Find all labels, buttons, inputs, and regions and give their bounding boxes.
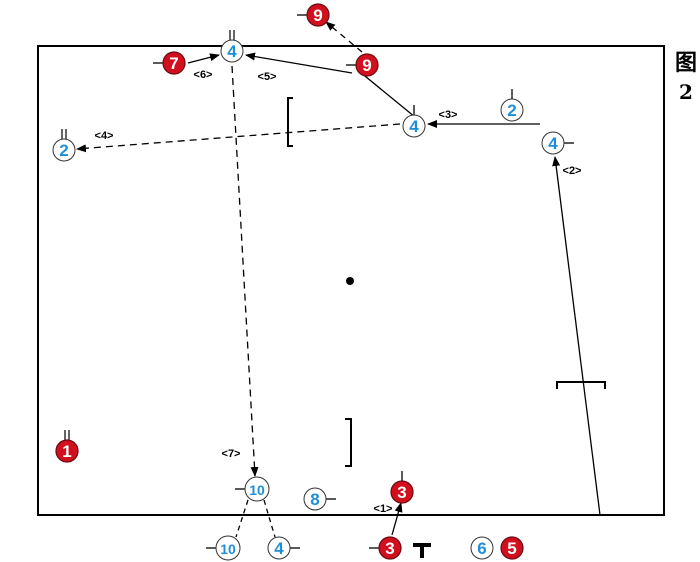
player-number: 10 <box>249 482 265 498</box>
player-number: 10 <box>220 541 236 557</box>
player-token-blue-10: 10 <box>235 476 270 502</box>
player-circle <box>500 536 524 560</box>
player-circle <box>52 138 76 162</box>
player-circle <box>390 480 414 504</box>
player-number: 1 <box>62 442 71 461</box>
player-number: 6 <box>477 539 486 558</box>
screen-bracket-bottom <box>345 418 352 467</box>
player-circle <box>162 51 186 75</box>
player-token-red-3: 3 <box>369 536 402 560</box>
move-line-6 <box>187 53 220 64</box>
player-circle <box>55 439 79 463</box>
player-token-blue-6: 6 <box>470 536 494 560</box>
move-line-2 <box>552 156 601 516</box>
player-number: 4 <box>548 134 558 153</box>
player-number: 4 <box>227 42 237 61</box>
screen-bracket-right <box>556 381 606 389</box>
player-number: 4 <box>274 539 284 558</box>
screen-bracket-top <box>287 97 293 147</box>
sub-line-right <box>263 499 276 538</box>
player-circle <box>470 536 494 560</box>
player-number: 3 <box>385 539 394 558</box>
player-circle <box>402 114 426 138</box>
sub-line-left <box>235 499 249 538</box>
court-center-dot <box>346 277 354 285</box>
player-token-red-1: 1 <box>55 430 79 463</box>
player-number: 9 <box>313 6 322 25</box>
figure-label-number: 2 <box>679 80 693 104</box>
player-circle <box>541 131 565 155</box>
player-number: 9 <box>362 56 371 75</box>
step-label-1: <1> <box>374 503 393 515</box>
player-token-blue-8: 8 <box>303 487 336 511</box>
player-token-blue-2: 2 <box>52 129 76 162</box>
player-number: 7 <box>169 54 178 73</box>
player-circle <box>500 98 524 122</box>
move-line-1 <box>391 502 403 536</box>
player-circle <box>244 476 270 502</box>
player-circle <box>215 535 241 561</box>
player-token-red-9: 9 <box>346 53 379 77</box>
player-circle <box>355 53 379 77</box>
player-number: 2 <box>507 101 516 120</box>
move-line-5b <box>245 52 353 74</box>
player-circle <box>267 536 291 560</box>
step-label-5: <5> <box>258 71 277 83</box>
player-token-blue-4: 4 <box>220 30 244 63</box>
move-line-5 <box>359 71 416 118</box>
player-circle <box>220 39 244 63</box>
timeout-t-icon <box>413 543 431 558</box>
player-token-red-5: 5 <box>500 536 524 560</box>
player-circle <box>378 536 402 560</box>
figure-label-char: 图 <box>674 50 697 76</box>
figure-label: 图 2 <box>672 48 700 106</box>
step-label-6: <6> <box>194 69 213 81</box>
pass-line-4 <box>76 123 401 153</box>
step-label-7: <7> <box>222 448 241 460</box>
player-circle <box>306 3 330 27</box>
player-circle <box>303 487 327 511</box>
player-token-red-9: 9 <box>297 3 330 27</box>
player-number: 3 <box>397 483 406 502</box>
player-token-blue-4: 4 <box>541 131 574 155</box>
player-token-red-7: 7 <box>153 51 186 75</box>
move-line-9 <box>325 21 363 53</box>
step-label-4: <4> <box>95 130 114 142</box>
player-number: 8 <box>310 490 319 509</box>
player-number: 5 <box>507 539 516 558</box>
player-token-blue-4: 4 <box>402 105 426 138</box>
player-token-blue-2: 2 <box>500 89 524 122</box>
step-label-3: <3> <box>439 109 458 121</box>
step-label-2: <2> <box>563 165 582 177</box>
pass-line-7 <box>231 65 259 477</box>
player-token-blue-10: 10 <box>206 535 241 561</box>
player-token-red-3: 3 <box>390 471 414 504</box>
player-number: 4 <box>409 117 419 136</box>
players-layer: 9 7 9 1 3 3 5 4 2 4 2 4 10 8 10 4 6 <box>52 3 574 561</box>
court-boundary <box>37 45 665 516</box>
player-number: 2 <box>59 141 68 160</box>
player-token-blue-4: 4 <box>267 536 300 560</box>
